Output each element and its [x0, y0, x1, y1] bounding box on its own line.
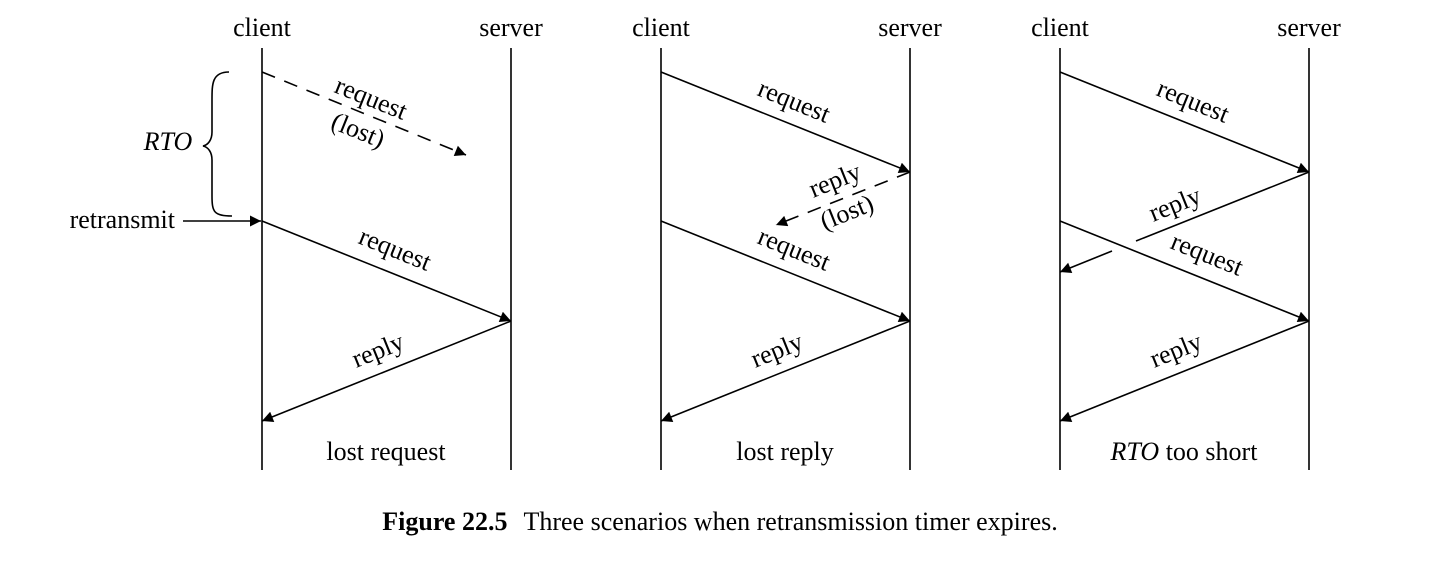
reply-arrow-segment-lower [1059, 250, 1113, 273]
request-arrow [261, 220, 512, 323]
request-arrow [1059, 220, 1310, 323]
request-label: request [1153, 74, 1234, 129]
lost-request-arrow [261, 71, 467, 156]
reply-label: reply [1145, 181, 1205, 228]
scenario-lost-reply: client server request reply (lost) reque… [632, 13, 942, 470]
figure-number: Figure 22.5 [382, 507, 508, 536]
client-header: client [1031, 13, 1090, 42]
rto-label: RTO [143, 127, 193, 156]
request-label: request [754, 74, 835, 129]
scenario-caption: lost reply [736, 437, 834, 466]
request-arrow [660, 71, 911, 174]
scenario-caption: RTO too short [1110, 437, 1259, 466]
server-header: server [479, 13, 543, 42]
retransmission-diagram: client server request (lost) RTO retrans… [70, 13, 1341, 470]
client-header: client [632, 13, 691, 42]
request-label: request [754, 222, 835, 277]
figure-caption: Figure 22.5 Three scenarios when retransm… [0, 507, 1440, 537]
lost-reply-arrow [775, 171, 911, 227]
request-arrow [660, 220, 911, 323]
reply-arrow [1059, 320, 1310, 423]
request-label: request [1167, 227, 1248, 282]
reply-arrow-segment-upper [1135, 171, 1310, 242]
figure-caption-text: Three scenarios when retransmission time… [523, 507, 1058, 536]
rto-brace [202, 71, 233, 217]
caption-rto: RTO [1110, 437, 1160, 466]
reply-arrow [261, 320, 512, 423]
scenario-caption: lost request [326, 437, 446, 466]
caption-too-short: too short [1166, 437, 1259, 466]
scenario-lost-request: client server request (lost) RTO retrans… [70, 13, 543, 470]
request-label: request [355, 222, 436, 277]
retransmit-label: retransmit [70, 205, 176, 234]
server-header: server [878, 13, 942, 42]
server-header: server [1277, 13, 1341, 42]
scenario-rto-too-short: client server request reply request repl… [1031, 13, 1341, 470]
client-header: client [233, 13, 292, 42]
request-arrow [1059, 71, 1310, 174]
reply-arrow [660, 320, 911, 423]
